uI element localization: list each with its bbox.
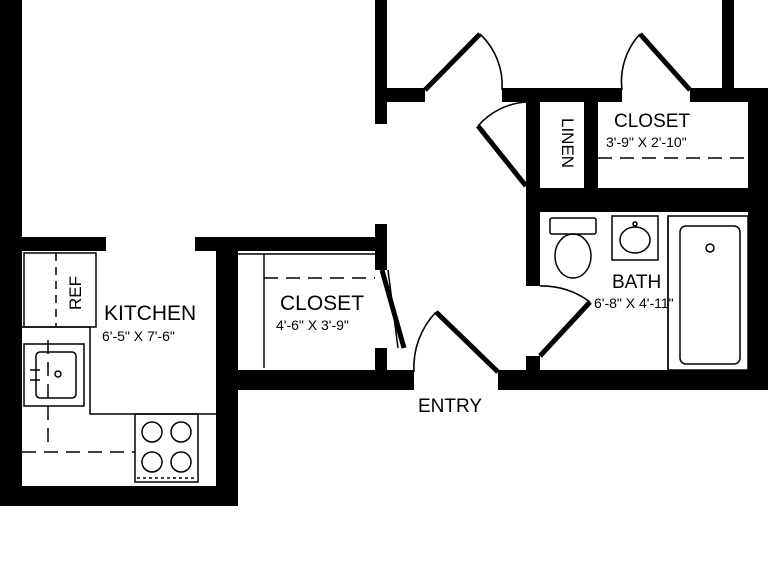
stove-burner [141, 421, 163, 443]
stove-burner [141, 451, 163, 473]
wall-closet-right-top [375, 224, 387, 270]
bath-fixtures [549, 215, 749, 371]
wall-upper-left-ledge [375, 88, 425, 102]
wall-entry-right-stub [526, 356, 540, 376]
wall-right-outer [748, 88, 768, 390]
wall-kitchen-top-right [195, 237, 385, 251]
entry-label: ENTRY [418, 396, 482, 417]
wall-linen-right [584, 88, 598, 188]
wall-upper-left [375, 0, 387, 124]
labels: KITCHEN 6'-5" X 7'-6" CLOSET 4'-6" X 3'-… [66, 111, 690, 417]
doors [379, 32, 692, 374]
toilet-tank [549, 217, 597, 235]
closet-top-dims: 3'-9" X 2'-10" [606, 134, 687, 150]
closet-main-details [238, 253, 375, 368]
wall-bottom-closet [216, 370, 414, 390]
door-closet-main [379, 269, 407, 349]
kitchen-sink [23, 343, 85, 407]
wall-bottom-kitchen [0, 486, 238, 506]
bath-label: BATH [612, 272, 661, 293]
bath-sink [611, 215, 659, 261]
toilet-bowl [554, 233, 592, 279]
kitchen-dims: 6'-5" X 7'-6" [102, 328, 175, 344]
linen-label: LINEN [558, 118, 577, 168]
bath-dims: 6'-8" X 4'-11" [594, 295, 674, 311]
wall-closet-right-bottom [375, 348, 387, 370]
wall-bath-top [526, 188, 768, 212]
closet-top-label: CLOSET [614, 111, 690, 132]
kitchen-fixtures [22, 252, 216, 483]
stove-burner [170, 451, 192, 473]
refrigerator-label: REF [66, 276, 85, 310]
door-linen [476, 101, 528, 188]
stove-burner [170, 421, 192, 443]
wall-bottom-bath [498, 370, 768, 390]
closet-main-label: CLOSET [280, 292, 364, 315]
refrigerator [23, 252, 97, 328]
wall-bath-left [526, 188, 540, 286]
wall-upper-right-vert [722, 0, 734, 102]
door-upper-left [423, 32, 503, 92]
door-closet-top [620, 32, 692, 92]
wall-upper-mid-ledge [502, 88, 622, 102]
kitchen-label: KITCHEN [104, 302, 196, 325]
walls [0, 0, 768, 506]
wall-kitchen-top-left [0, 237, 106, 251]
door-entry [413, 310, 500, 374]
kitchen-stove [134, 413, 199, 483]
door-bath [538, 285, 592, 358]
wall-left-outer [0, 0, 22, 506]
wall-linen-left [526, 88, 540, 188]
closet-main-dims: 4'-6" X 3'-9" [276, 317, 349, 333]
